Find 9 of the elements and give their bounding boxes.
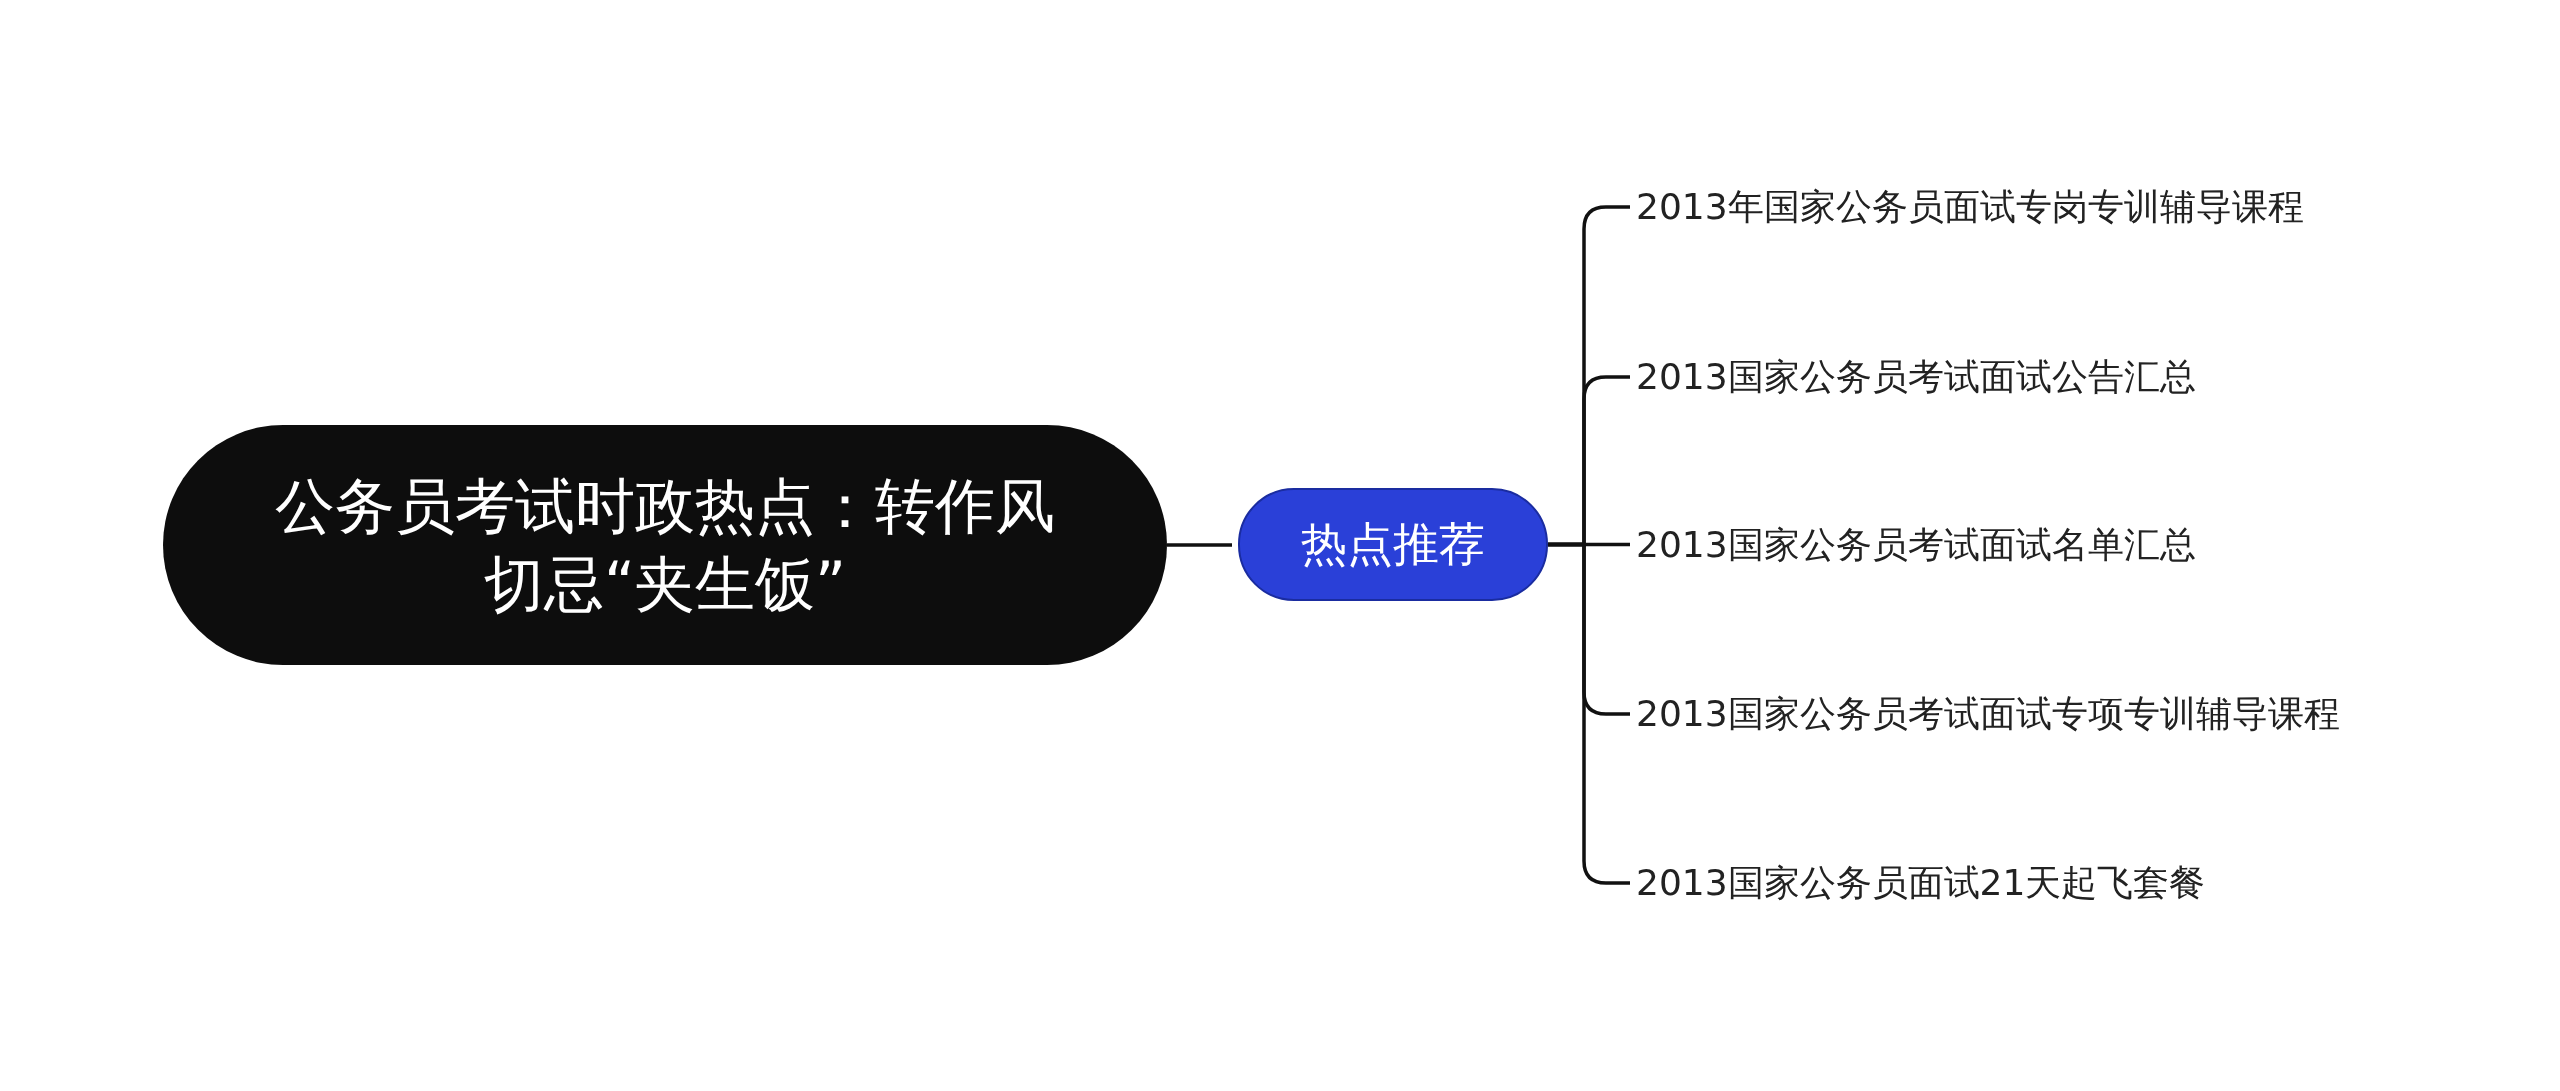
node-text: 热点推荐 [1301,515,1485,573]
node-text: 公务员考试时政热点：转作风切忌“夹生饭” [274,470,1056,621]
topic-text: 2013国家公务员面试21天起飞套餐 [1636,860,2206,905]
topic-text: 2013国家公务员考试面试公告汇总 [1636,354,2196,399]
topic-text: 2013年国家公务员面试专岗专训辅导课程 [1636,184,2304,229]
connector-line [1548,542,1630,885]
topic-text: 2013国家公务员考试面试专项专训辅导课程 [1636,691,2340,736]
topic-text: 2013国家公务员考试面试名单汇总 [1636,522,2196,567]
connector-line [1167,543,1232,547]
